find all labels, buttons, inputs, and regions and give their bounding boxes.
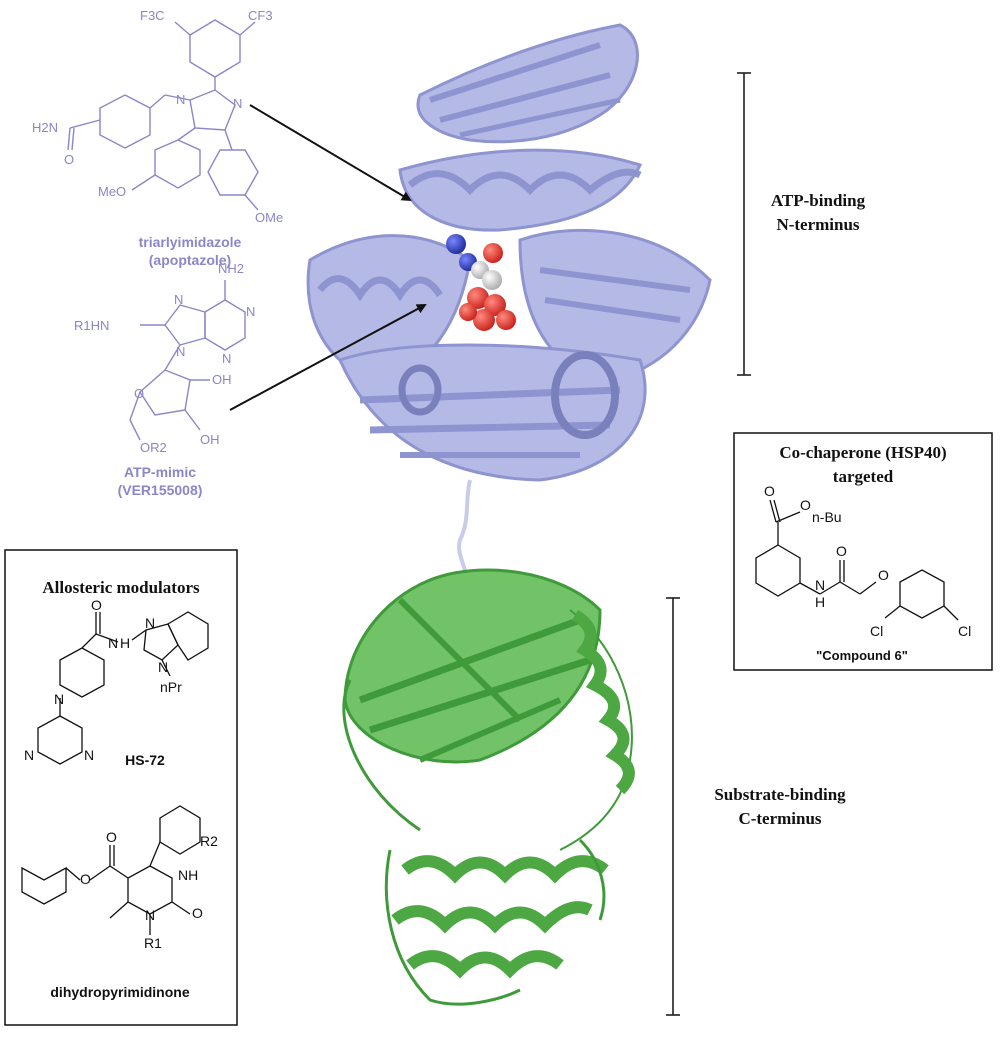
atom-hs72-n-pip: N: [54, 691, 64, 707]
arrow-apoptazole: [249, 104, 412, 202]
atom-ether-o: O: [878, 567, 889, 583]
hs72-atom-labels: O H N N N nPr N N N: [24, 597, 182, 763]
arrow-ver155008: [229, 304, 427, 411]
atom-n1: N: [176, 92, 185, 107]
atom-oh1: OH: [212, 372, 232, 387]
n-terminal-domain-ribbon: [306, 23, 712, 586]
hs72-structure: [37, 611, 209, 765]
atom-dhpm-n: N: [145, 907, 155, 923]
n-terminus-bracket: [737, 72, 751, 376]
n-terminus-label-line2: N-terminus: [776, 215, 859, 234]
atom-nbu: n-Bu: [812, 509, 842, 525]
compound6-title-line2: targeted: [833, 467, 894, 486]
c-terminus-bracket: [666, 597, 680, 1016]
compound6-box: [733, 432, 993, 671]
atom-ome-right: OMe: [255, 210, 283, 225]
atom-hs72-n-pyr1: N: [24, 747, 34, 763]
atom-r1hn: R1HN: [74, 318, 109, 333]
atom-n-c: N: [222, 351, 231, 366]
atom-or2: OR2: [140, 440, 167, 455]
atom-hs72-n-amide: N: [108, 635, 118, 651]
atom-nh-h: H: [815, 594, 825, 610]
apoptazole-structure: [67, 19, 259, 211]
atom-cl2: Cl: [958, 623, 971, 639]
atom-ring-o: O: [134, 386, 144, 401]
atom-amide: H2N: [32, 120, 58, 135]
atom-dhpm-r1: R1: [144, 935, 162, 951]
compound6-structure: [755, 499, 959, 621]
ver155008-name-line1: ATP-mimic: [124, 464, 196, 480]
atom-cf3-left: F3C: [140, 8, 165, 23]
atom-hs72-o: O: [91, 597, 102, 613]
ver155008-name-line2: (VER155008): [118, 482, 203, 498]
apoptazole-atom-labels: F3C CF3 H2N N N O MeO OMe: [32, 8, 283, 225]
apoptazole-name-line1: triarlyimidazole: [139, 234, 242, 250]
compound6-name: "Compound 6": [816, 648, 908, 663]
atom-hs72-n-imid: N: [145, 615, 155, 631]
atom-cf3-right: CF3: [248, 8, 273, 23]
ver155008-atom-labels: NH2 R1HN N N N N O OH OH OR2: [74, 261, 255, 455]
compound6-title-line1: Co-chaperone (HSP40): [779, 443, 946, 462]
atom-ome-left: MeO: [98, 184, 126, 199]
atom-hs72-n-pyr2: N: [84, 747, 94, 763]
atom-n-d: N: [176, 344, 185, 359]
c-terminal-domain-ribbon: [342, 568, 635, 1006]
atom-ester-o-top: O: [764, 483, 775, 499]
atom-amide-o: O: [836, 543, 847, 559]
atom-cl1: Cl: [870, 623, 883, 639]
atom-carbonyl-o: O: [64, 152, 74, 167]
c-terminus-label-line2: C-terminus: [738, 809, 821, 828]
dhpm-structure: [21, 805, 201, 935]
atom-dhpm-o-urea: O: [192, 905, 203, 921]
atom-ester-o: O: [800, 497, 811, 513]
dhpm-atom-labels: R2 O O NH O N R1: [80, 829, 218, 951]
c-terminus-label-line1: Substrate-binding: [714, 785, 846, 804]
atom-dhpm-r2: R2: [200, 833, 218, 849]
atom-hs72-n-imid2: N: [158, 659, 168, 675]
atom-hs72-nh: H: [120, 635, 130, 651]
hs72-name: HS-72: [125, 752, 165, 768]
atom-n-b: N: [246, 304, 255, 319]
dhpm-name: dihydropyrimidinone: [50, 984, 189, 1000]
bound-nucleotide-spheres: [446, 234, 516, 331]
compound6-atom-labels: O O n-Bu O O N H Cl Cl: [764, 483, 971, 639]
atom-oh2: OH: [200, 432, 220, 447]
atom-hs72-npr: nPr: [160, 679, 182, 695]
allosteric-box: [4, 549, 238, 1026]
atom-dhpm-o-carbonyl: O: [106, 829, 117, 845]
ver155008-structure: [129, 280, 246, 441]
n-terminus-label-line1: ATP-binding: [771, 191, 866, 210]
apoptazole-name-line2: (apoptazole): [149, 252, 231, 268]
atom-n-a: N: [174, 292, 183, 307]
atom-nh-n: N: [815, 577, 825, 593]
allosteric-box-title: Allosteric modulators: [42, 578, 200, 597]
atom-n2: N: [233, 96, 242, 111]
atom-dhpm-o-ester: O: [80, 871, 91, 887]
atom-dhpm-nh: NH: [178, 867, 198, 883]
atom-nh2: NH2: [218, 261, 244, 276]
